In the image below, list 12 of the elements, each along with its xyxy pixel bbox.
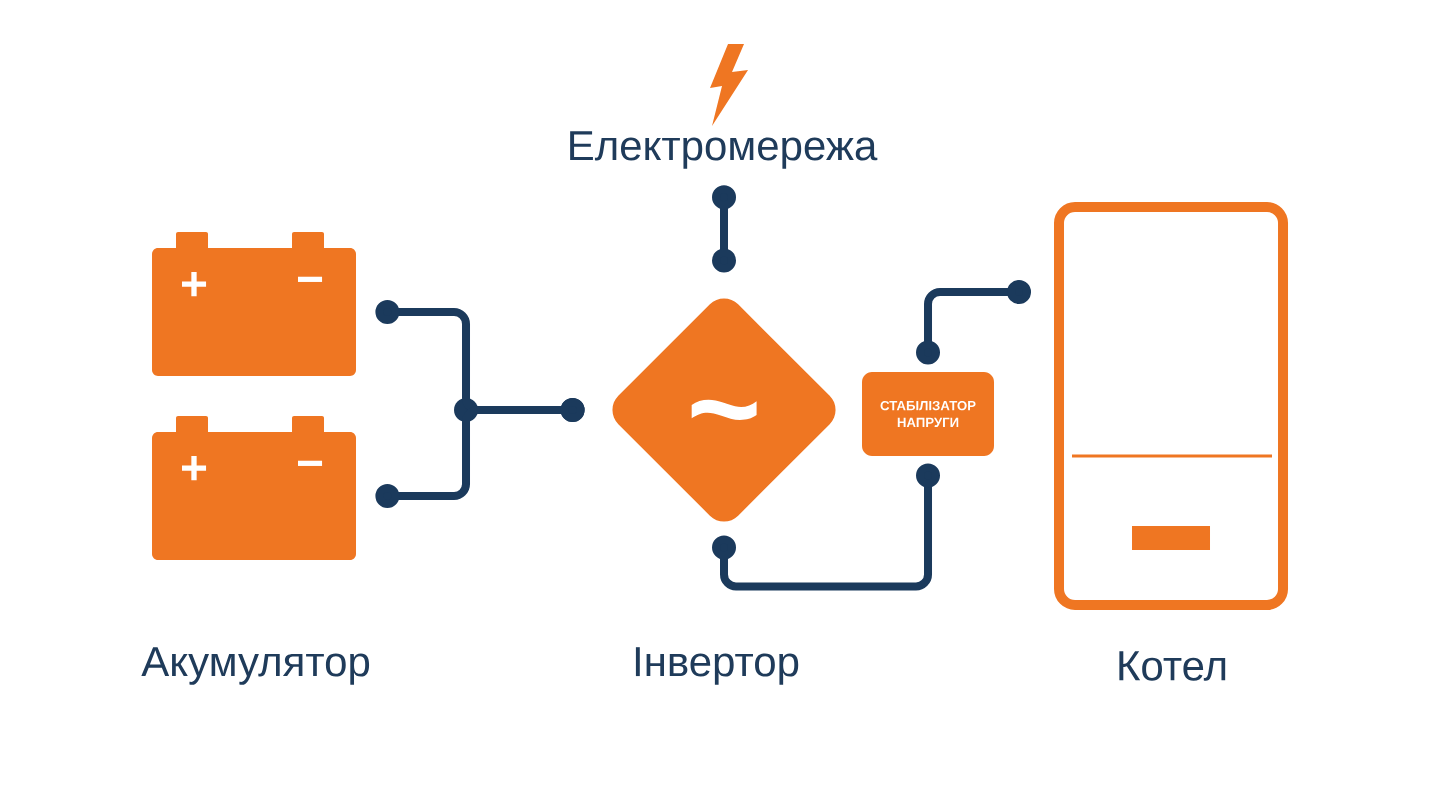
caption: Акумулятор [141,647,370,685]
connector [916,280,1031,365]
node-label: Котел [1119,651,1226,681]
connector [712,463,940,591]
battery: + − [152,416,356,560]
boiler-box [1054,202,1288,610]
text-label: Електромережа [570,131,878,169]
battery: + − [152,232,356,376]
node-label: Інвертор [635,647,799,685]
connector [375,398,585,508]
diamond-node: ~ [612,298,836,522]
connector [712,185,736,273]
